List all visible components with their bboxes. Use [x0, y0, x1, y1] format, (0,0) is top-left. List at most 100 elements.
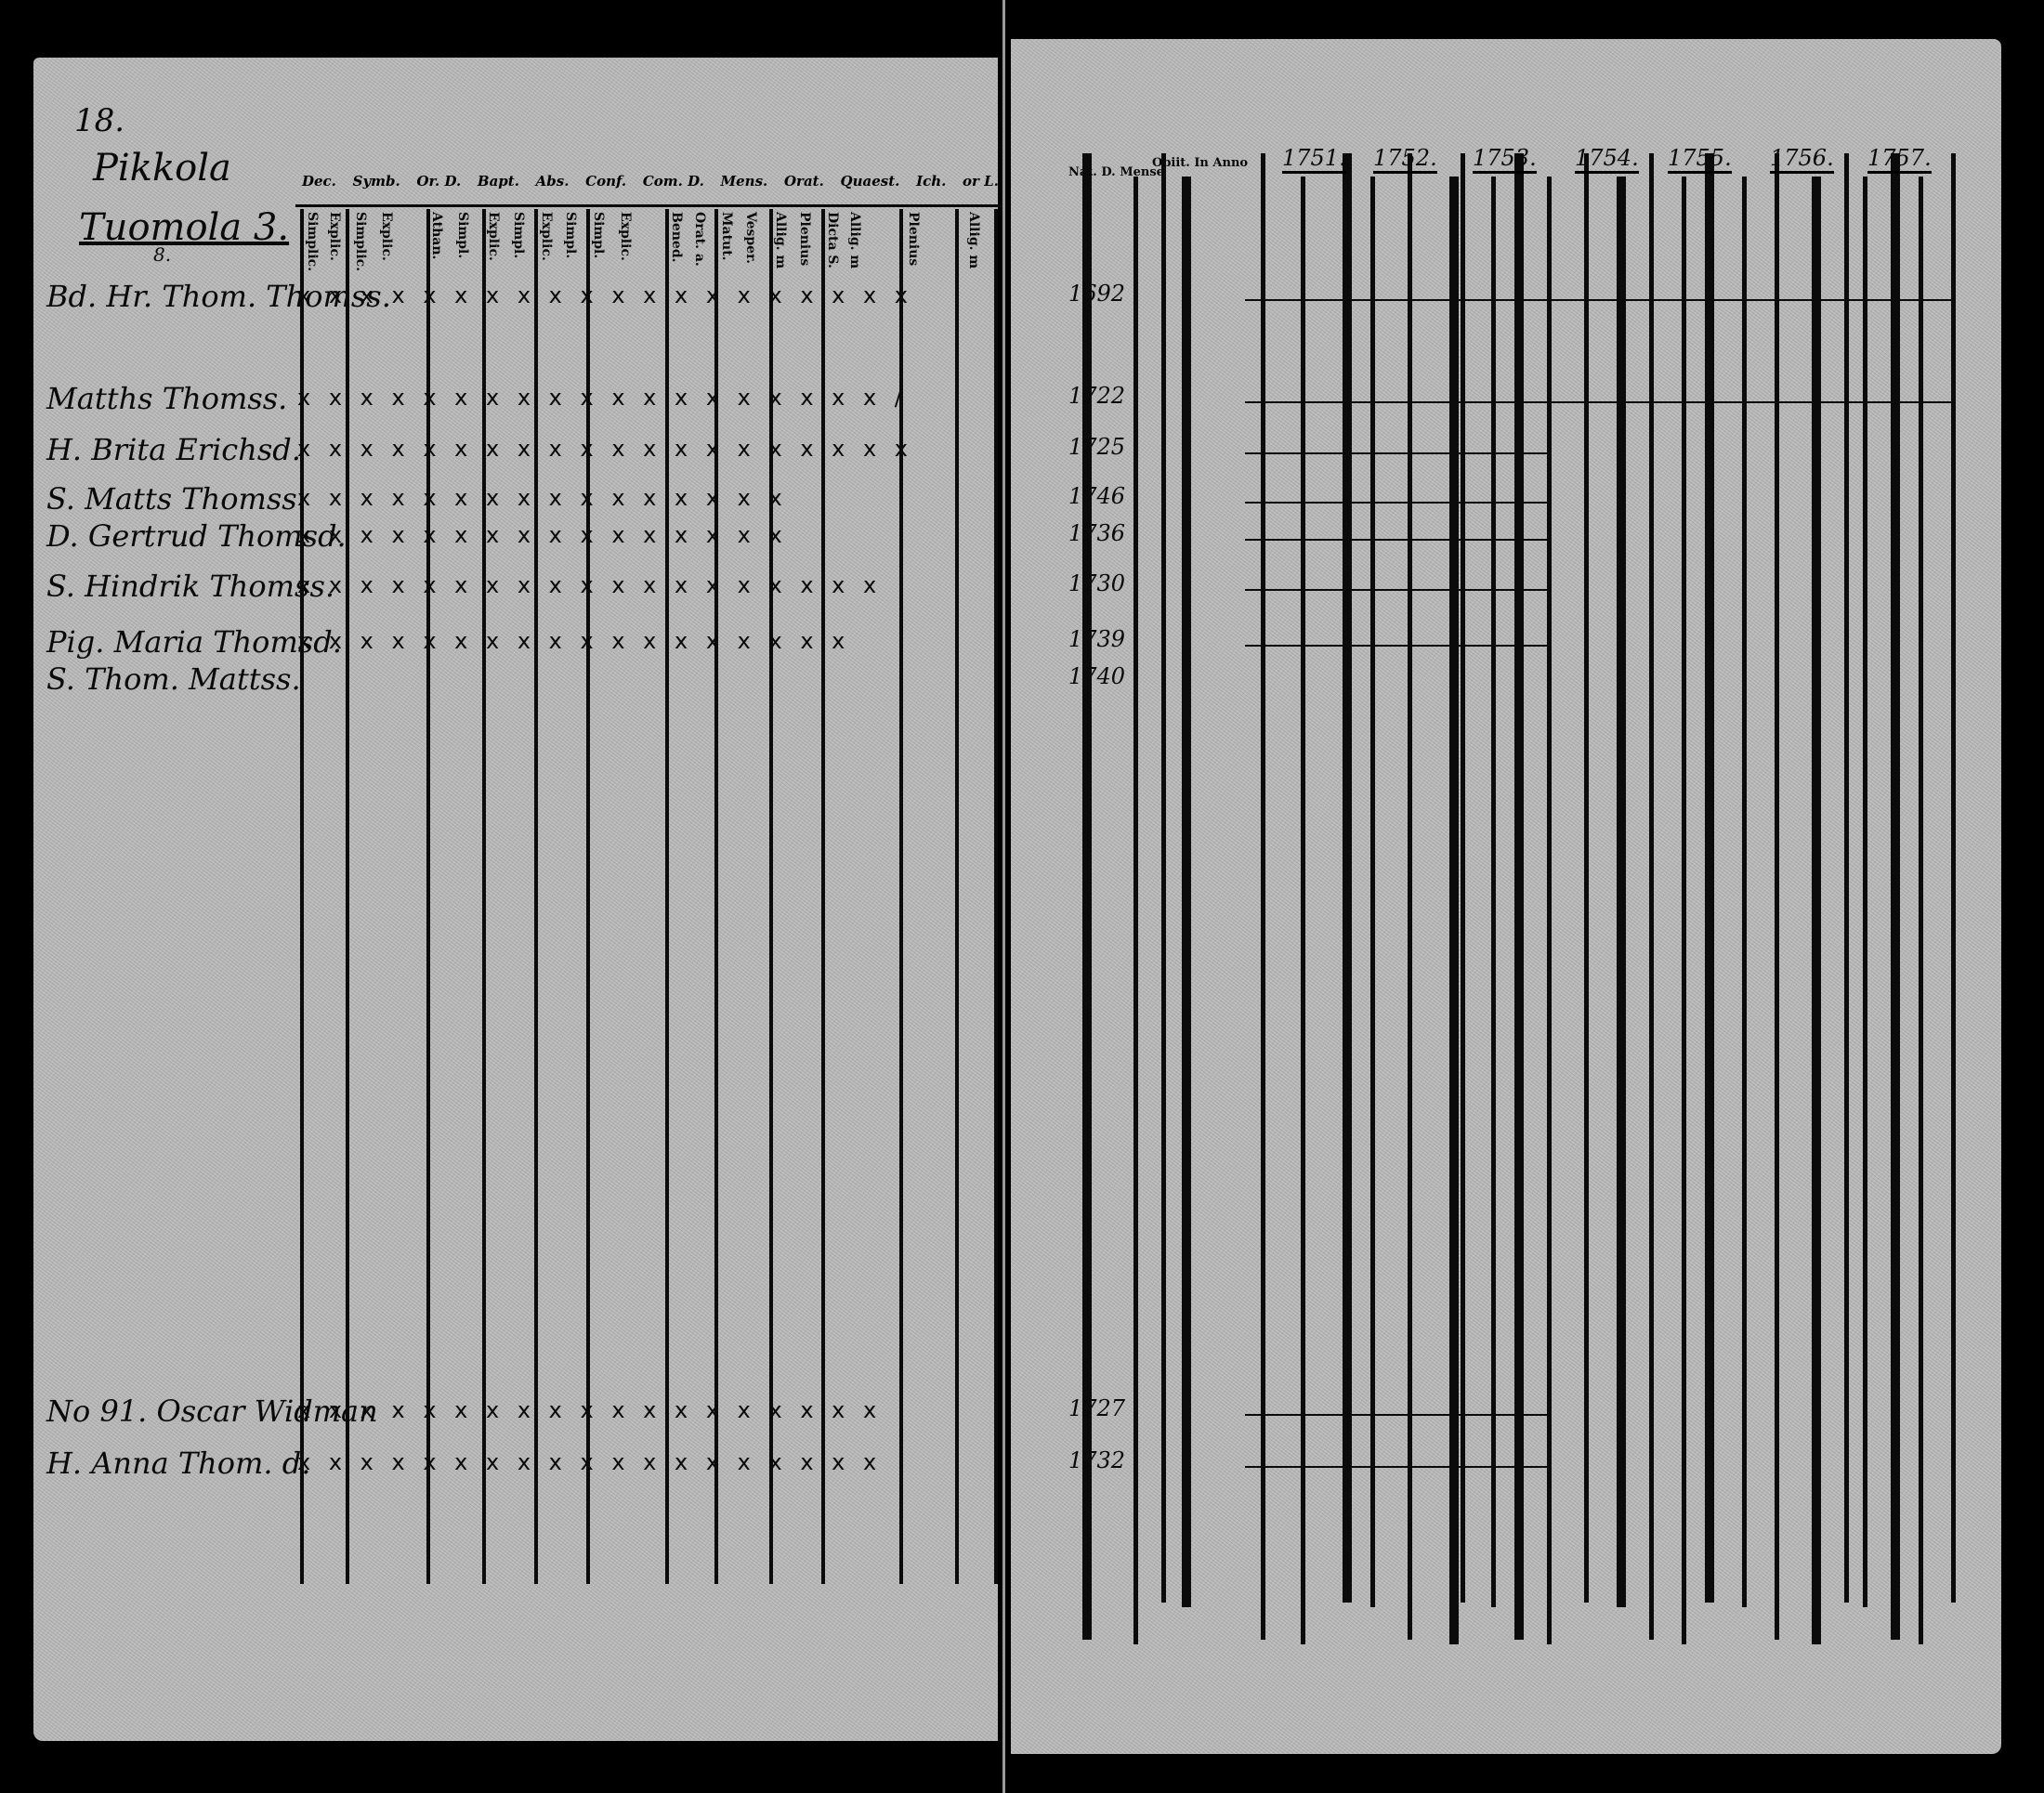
right-page — [1011, 39, 2001, 1754]
farm-sub-number: 8. — [153, 243, 172, 266]
column-group-headers: Dec.Symb.Or. D.Bapt.Abs.Conf.Com. D.Mens… — [302, 173, 999, 190]
person-name: Bd. Hr. Thom. Thomss. — [46, 279, 391, 314]
person-name: D. Gertrud Thomsd. — [46, 518, 347, 554]
column-rule — [1584, 153, 1589, 1603]
column-group-header: Symb. — [352, 173, 400, 190]
birth-year: 1746 — [1068, 483, 1126, 509]
column-rule — [1408, 153, 1412, 1640]
catechism-marks: x x x x x x x x x x x x x x x x — [297, 522, 788, 548]
birth-year: 1732 — [1068, 1447, 1126, 1473]
column-subheader: Explic. — [486, 212, 501, 261]
row-rule — [1245, 539, 1552, 541]
catechism-marks: x x x x x x x x x x x x x x x x x x x x — [297, 436, 914, 462]
column-rule — [1161, 153, 1166, 1603]
column-subheader: Simpl. — [591, 212, 606, 259]
row-rule — [1245, 589, 1552, 591]
person-name: H. Anna Thom. d. — [46, 1446, 311, 1481]
catechism-marks: x x x x x x x x x x x x x x x x x x x — [297, 572, 883, 598]
column-rule — [899, 209, 903, 1584]
village-name: Pikkola — [93, 147, 231, 190]
column-rule — [714, 209, 718, 1584]
page-number: 18. — [74, 102, 125, 139]
left-page — [33, 58, 998, 1741]
column-rule — [1343, 153, 1352, 1603]
column-subheader: Simplic. — [353, 212, 368, 272]
column-subheader: Simplic. — [305, 212, 320, 272]
column-rule — [1301, 177, 1305, 1644]
column-subheader: Allig. m — [966, 212, 981, 269]
person-name: H. Brita Erichsd. — [46, 432, 301, 467]
column-group-header: Quaest. — [840, 173, 900, 190]
obiit-header: Obiit. In Anno — [1152, 156, 1249, 170]
column-rule — [346, 209, 349, 1584]
column-rule — [1133, 177, 1138, 1644]
column-group-header: Ich. — [916, 173, 947, 190]
column-rule — [1617, 177, 1626, 1607]
catechism-marks: x x x x x x x x x x x x x x x x — [297, 485, 788, 511]
catechism-marks: x x x x x x x x x x x x x x x x x x x / — [297, 385, 908, 411]
birth-year: 1722 — [1068, 383, 1126, 409]
column-subheader: Explic. — [618, 212, 633, 261]
column-subheader: Explic. — [327, 212, 342, 261]
column-subheader: Explic. — [379, 212, 394, 261]
year-header: 1754. — [1575, 145, 1639, 174]
person-name: S. Hindrik Thomss. — [46, 569, 335, 604]
column-rule — [1649, 153, 1654, 1640]
column-rule — [1261, 153, 1265, 1640]
catechism-marks: x x x x x x x x x x x x x x x x x x x x — [297, 282, 914, 308]
column-group-header: Com. D. — [642, 173, 704, 190]
column-subheader: Athan. — [429, 212, 444, 260]
column-rule — [769, 209, 773, 1584]
column-subheader: Dicta S. — [825, 212, 840, 268]
column-rule — [1863, 177, 1867, 1607]
column-rule — [426, 209, 430, 1584]
column-rule — [994, 209, 998, 1584]
column-rule — [1491, 177, 1496, 1607]
row-rule — [1245, 452, 1552, 454]
catechism-marks: x x x x x x x x x x x x x x x x x x x — [297, 1449, 883, 1475]
column-rule — [1742, 177, 1747, 1607]
column-rule — [1951, 153, 1956, 1603]
person-name: S. Thom. Mattss. — [46, 661, 301, 697]
column-rule — [665, 209, 669, 1584]
header-rule — [295, 204, 1002, 207]
column-rule — [1705, 153, 1714, 1603]
year-header: 1753. — [1473, 145, 1537, 174]
column-group-header: Bapt. — [477, 173, 519, 190]
column-group-header: Conf. — [585, 173, 627, 190]
column-rule — [1812, 177, 1821, 1644]
row-rule — [1245, 401, 1951, 403]
column-group-header: Mens. — [720, 173, 768, 190]
column-rule — [1919, 177, 1923, 1644]
year-header: 1752. — [1373, 145, 1437, 174]
birth-year: 1725 — [1068, 434, 1126, 460]
column-rule — [1547, 177, 1552, 1644]
column-rule — [534, 209, 538, 1584]
column-subheader: Bened. — [669, 212, 684, 263]
column-group-header: Or. D. — [416, 173, 462, 190]
person-name: Pig. Maria Thomsd. — [46, 624, 342, 660]
column-subheader: Simpl. — [511, 212, 526, 259]
row-rule — [1245, 299, 1951, 301]
column-subheader: Simpl. — [563, 212, 578, 259]
column-subheader: Plenius — [906, 212, 921, 267]
column-rule — [1370, 177, 1375, 1607]
column-rule — [1461, 153, 1465, 1603]
person-name: S. Matts Thomss. — [46, 481, 307, 517]
row-rule — [1245, 1466, 1552, 1468]
person-name: Matths Thomss. — [46, 381, 288, 416]
natus-header: Nat. D. Mense — [1068, 165, 1164, 179]
birth-year: 1739 — [1068, 626, 1126, 652]
book-spine — [998, 0, 1011, 1793]
birth-year: 1692 — [1068, 281, 1126, 307]
row-rule — [1245, 1414, 1552, 1416]
catechism-marks: x x x x x x x x x x x x x x x x x x x — [297, 1397, 883, 1423]
row-rule — [1245, 645, 1552, 647]
birth-year: 1727 — [1068, 1395, 1126, 1421]
birth-year: 1730 — [1068, 570, 1126, 596]
column-rule — [1891, 153, 1900, 1640]
birth-year: 1740 — [1068, 663, 1126, 689]
column-subheader: Vesper. — [743, 212, 758, 265]
column-rule — [955, 209, 959, 1584]
catechism-marks: x x x x x x x x x x x x x x x x x x — [297, 628, 851, 654]
